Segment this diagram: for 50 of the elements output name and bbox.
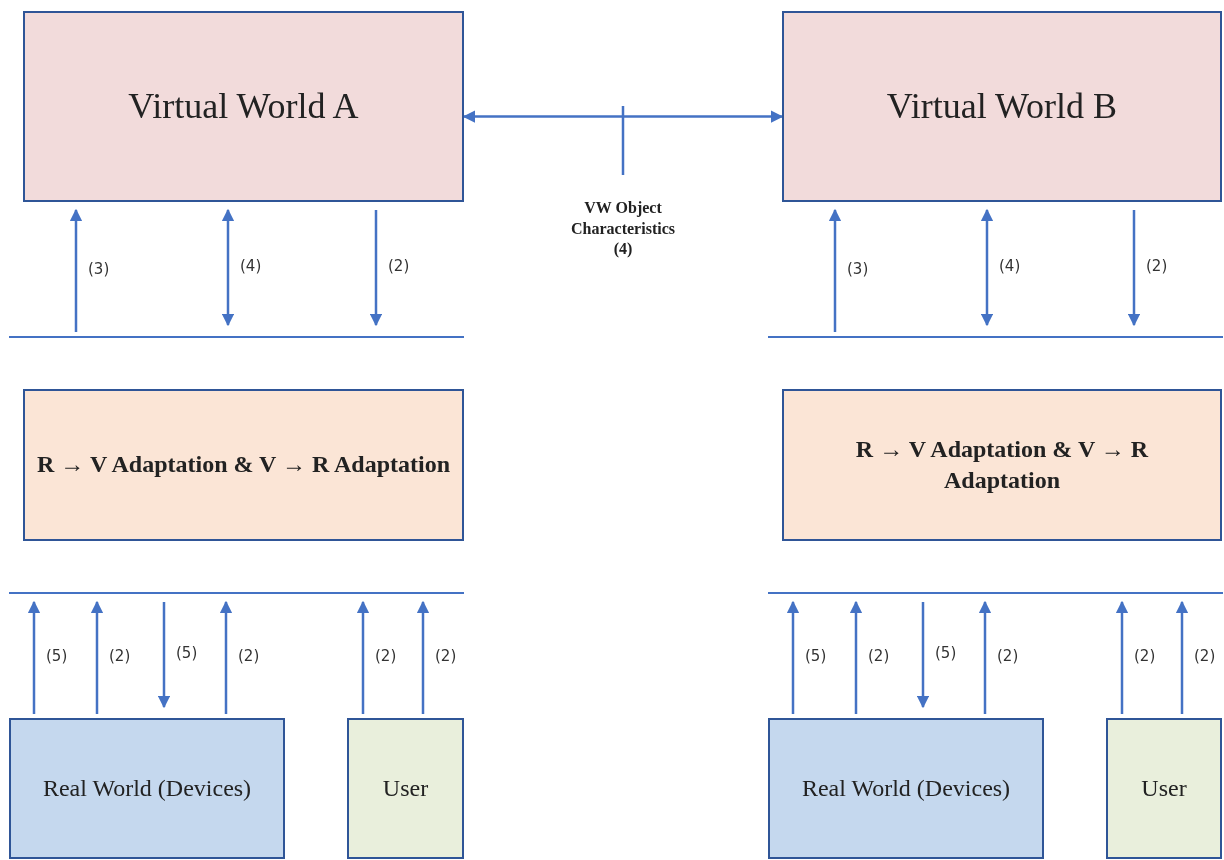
edge-label: (2) <box>997 647 1019 665</box>
virtual-world-box: Virtual World B <box>782 11 1222 202</box>
user-box: User <box>1106 718 1222 859</box>
edge-label: (2) <box>109 647 131 665</box>
edge-label: (2) <box>1134 647 1156 665</box>
arrow <box>27 600 41 714</box>
arrow <box>980 208 994 327</box>
virtual-world-box: Virtual World A <box>23 11 464 202</box>
arrow <box>416 600 430 714</box>
arrow <box>978 600 992 714</box>
edge-label: (2) <box>1146 256 1168 275</box>
arrow <box>90 600 104 714</box>
leader-line <box>621 106 625 175</box>
real-world-box: Real World (Devices) <box>9 718 285 859</box>
arrow <box>69 208 83 332</box>
edge-label: (3) <box>88 260 110 278</box>
arrow <box>219 600 233 714</box>
user-box: User <box>347 718 464 859</box>
arrow <box>849 600 863 714</box>
real-world-box: Real World (Devices) <box>768 718 1044 859</box>
edge-label: (5) <box>46 647 68 665</box>
interface-line <box>9 592 464 594</box>
edge-label: (5) <box>935 643 957 662</box>
edge-label: (2) <box>435 647 457 665</box>
edge-label: (2) <box>1194 647 1216 665</box>
arrow <box>1115 600 1129 714</box>
edge-label: (2) <box>388 256 410 275</box>
edge-label: (2) <box>375 647 397 665</box>
edge-label: (5) <box>176 643 198 662</box>
arrow <box>356 600 370 714</box>
edge-label: (2) <box>868 647 890 665</box>
arrow <box>157 602 171 709</box>
edge-label: (3) <box>847 260 869 278</box>
arrow <box>1127 210 1141 327</box>
annotation-text: VW Object Characteristics (4) <box>553 195 693 263</box>
arrow <box>828 208 842 332</box>
adaptation-box: R → V Adaptation & V → R Adaptation <box>23 389 464 541</box>
interface-line <box>9 336 464 338</box>
adaptation-box: R → V Adaptation & V → R Adaptation <box>782 389 1222 541</box>
edge-label: (5) <box>805 647 827 665</box>
interface-line <box>768 336 1223 338</box>
interface-line <box>768 592 1223 594</box>
edge-label: (4) <box>999 256 1021 275</box>
arrow <box>786 600 800 714</box>
arrow <box>369 210 383 327</box>
edge-label: (2) <box>238 647 260 665</box>
arrow <box>1175 600 1189 714</box>
arrow <box>221 208 235 327</box>
edge-label: (4) <box>240 256 262 275</box>
arrow <box>916 602 930 709</box>
